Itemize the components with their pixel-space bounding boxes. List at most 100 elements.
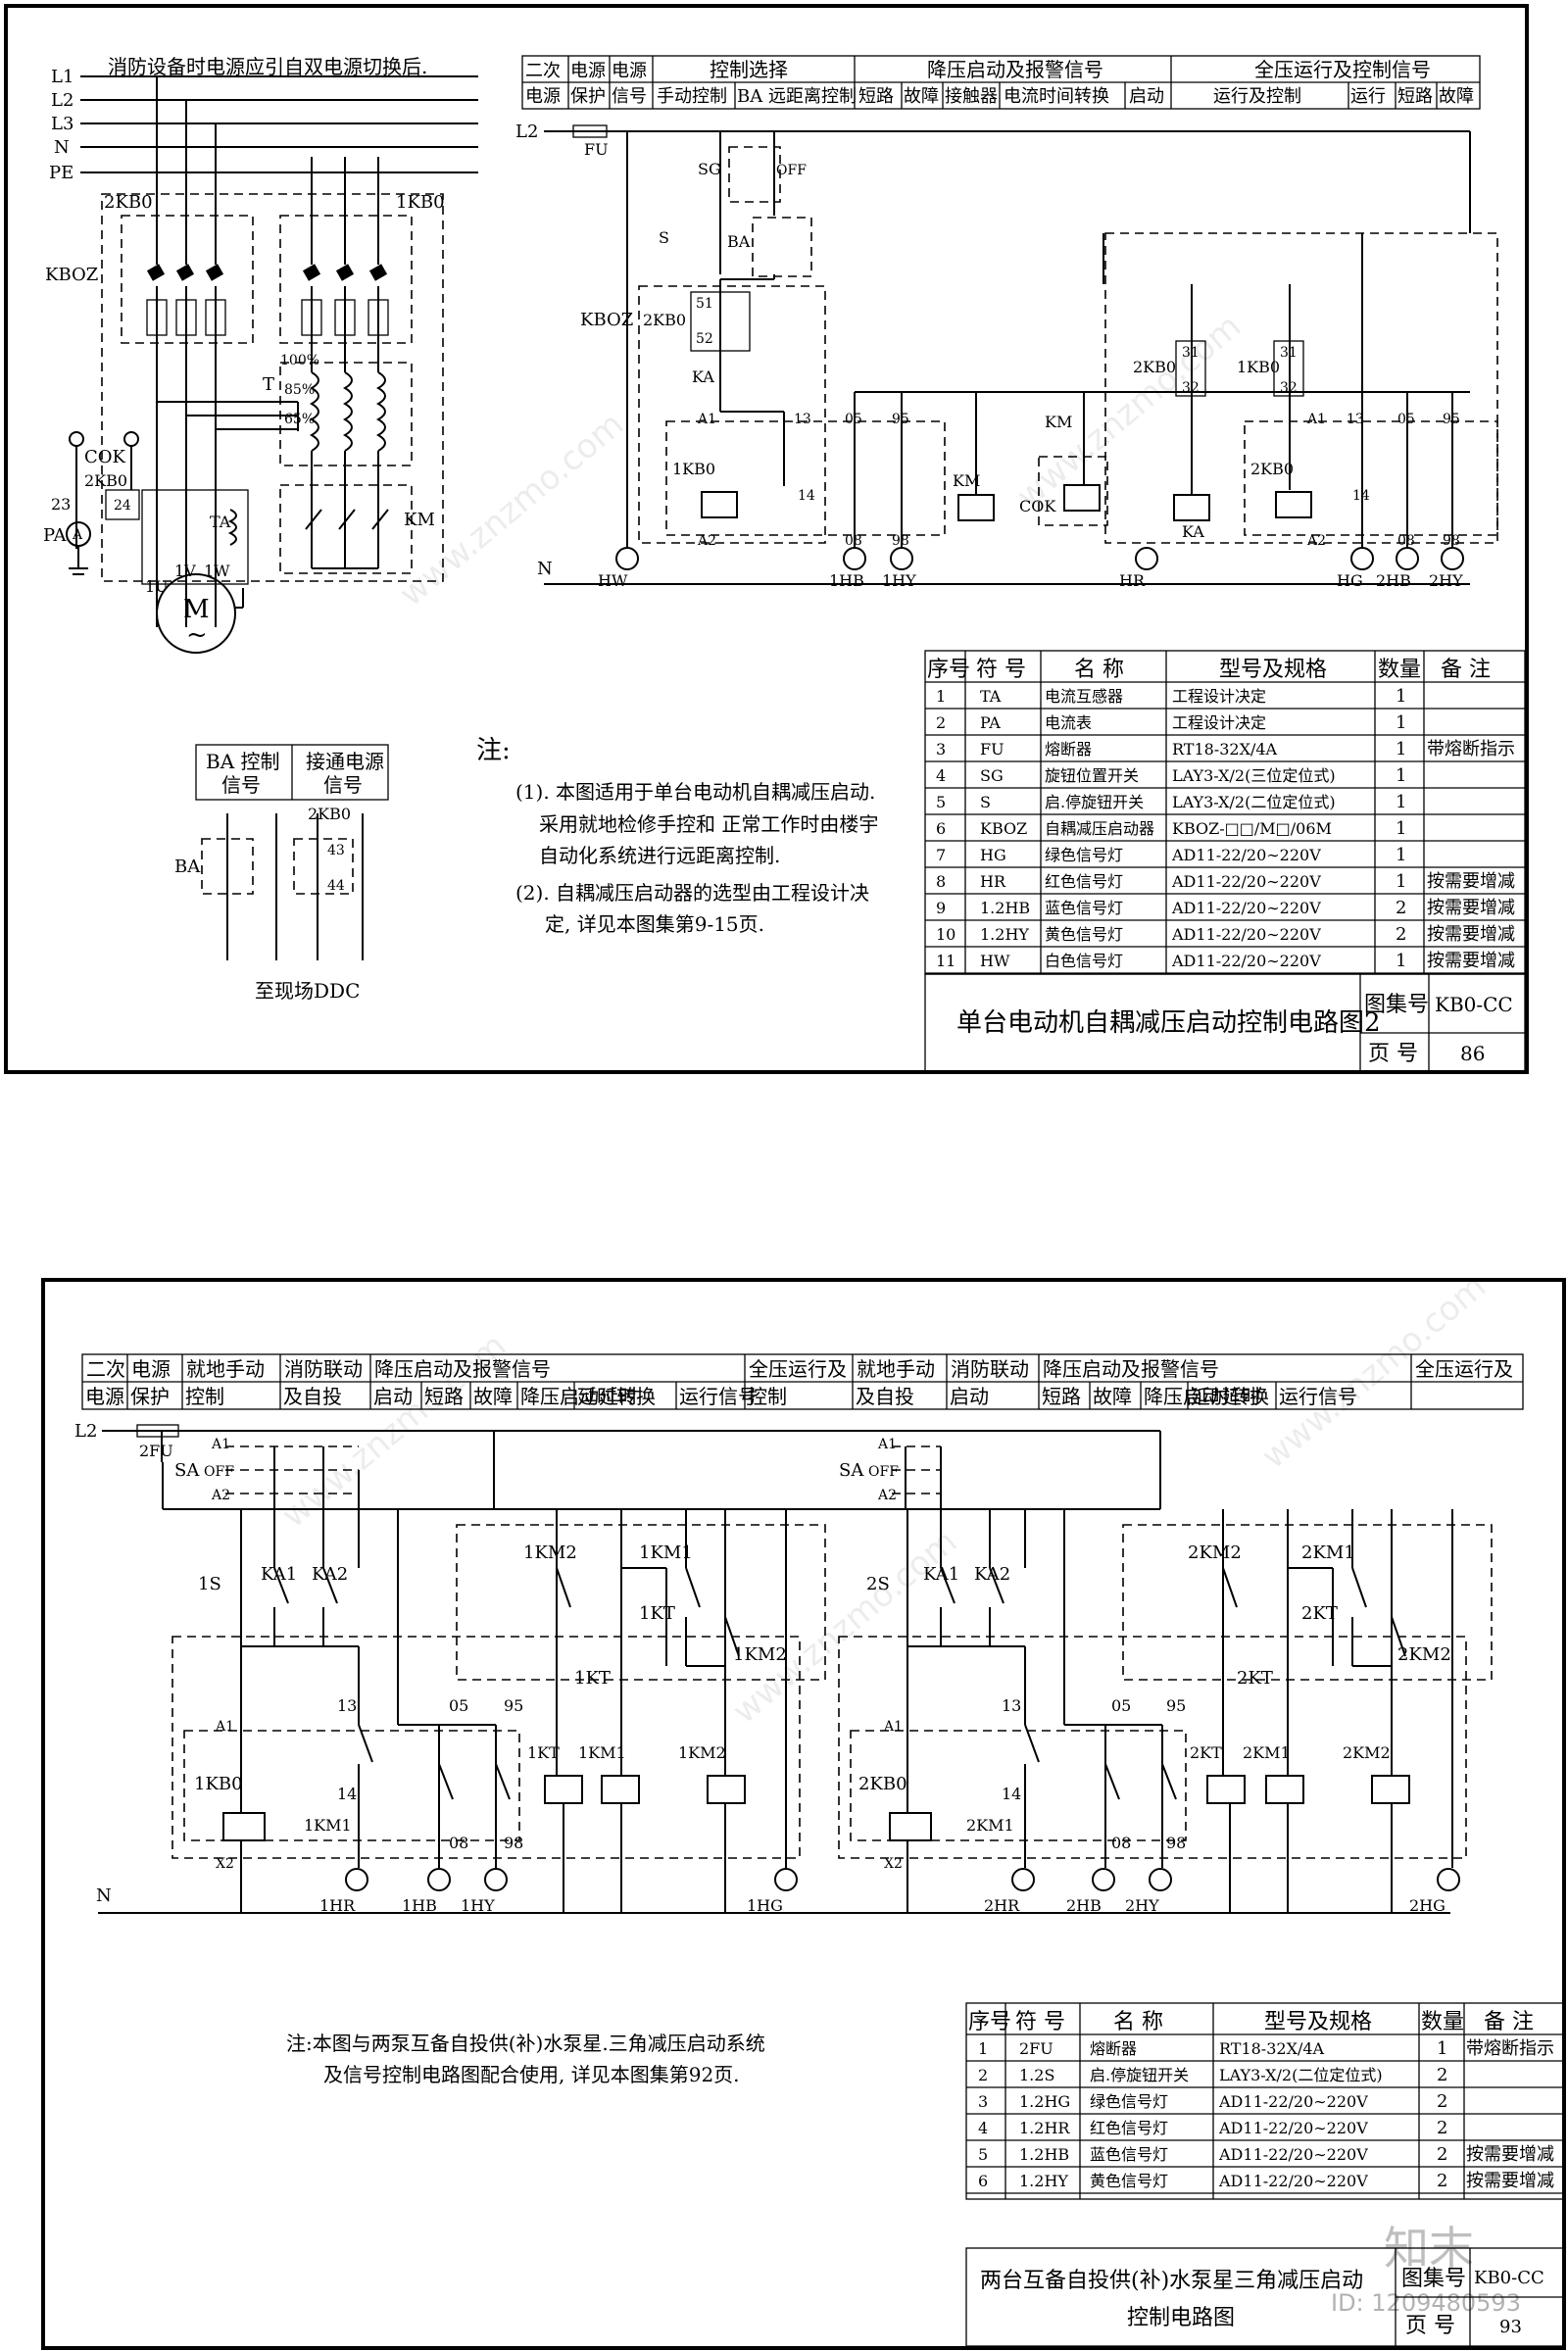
lamp-hg <box>1350 547 1374 570</box>
c2-ka1-1: KA1 <box>261 1564 297 1585</box>
table1-cell: 启.停旋钮开关 <box>1045 793 1144 811</box>
ba-h4: 信号 <box>323 773 363 797</box>
table1-cell: AD11-22/20∼220V <box>1171 925 1321 944</box>
atlas-no-2: KB0-CC <box>1474 2268 1544 2288</box>
ctrl-52: 52 <box>696 331 713 347</box>
t2-h1: 符 号 <box>1015 2010 1065 2034</box>
note-p2b: 定, 详见本图集第9-15页. <box>545 912 764 936</box>
table1-cell: 电流表 <box>1045 713 1092 732</box>
table1-cell: 4 <box>936 766 946 785</box>
table1-cell: 1 <box>936 687 946 706</box>
hdr1-top-2: 电源 <box>612 61 647 81</box>
svg-text:98: 98 <box>1443 533 1460 549</box>
ctrl-2kb0-c: 2KB0 <box>1250 460 1294 478</box>
c2-2s: 2S <box>866 1574 890 1594</box>
table1-cell: 按需要增减 <box>1427 871 1515 892</box>
control-header: 二次 电源 电源 控制选择 降压启动及报警信号 全压运行及控制信号 电源 保护 … <box>521 55 1481 110</box>
table2-cell: 1.2S <box>1019 2066 1054 2084</box>
watermark-2: www.znzmo.com <box>1009 307 1249 516</box>
c2-1km1: 1KM1 <box>639 1543 693 1563</box>
c2-08-1: 08 <box>449 1834 468 1852</box>
c2-1km1-d: 1KM1 <box>578 1743 626 1762</box>
label-pa: PA <box>43 525 67 546</box>
table1-cell: S <box>980 793 991 811</box>
lamp2-label-2hr: 2HR <box>984 1896 1020 1915</box>
ctrl-2kb0-b: 2KB0 <box>1133 358 1176 376</box>
c2-95-2: 95 <box>1166 1696 1186 1715</box>
ctrl-n: N <box>537 559 553 579</box>
hdr2-bot: 保护 <box>130 1385 170 1408</box>
c2-08-2: 08 <box>1111 1834 1131 1852</box>
table1-cell: HG <box>980 846 1006 864</box>
ctrl-51: 51 <box>696 296 713 312</box>
table1-cell: 6 <box>936 819 946 838</box>
notes-1: 注: (1). 本图适用于单台电动机自耦减压启动. 采用就地检修手控和 正常工作… <box>476 736 878 936</box>
c2-1km1-c: 1KM1 <box>304 1816 352 1835</box>
table1-cell: 绿色信号灯 <box>1045 846 1123 864</box>
hdr2-top: 全压运行及 <box>1415 1357 1513 1381</box>
c2-1kt-c: 1KT <box>527 1743 560 1762</box>
hdr1-bot-10: 运行及控制 <box>1213 86 1301 107</box>
lamp-1hy-2 <box>484 1868 508 1891</box>
svg-text:95: 95 <box>1443 412 1460 427</box>
pump1-circuit <box>172 1524 826 1859</box>
ctrl-l2: L2 <box>515 122 538 142</box>
t2-h2: 名 称 <box>1113 2010 1163 2034</box>
t1-h0: 序号 <box>927 658 970 682</box>
table2-cell: 2 <box>1437 2118 1447 2138</box>
hdr2-bot: 启动 <box>950 1385 989 1408</box>
c2-2kb0: 2KB0 <box>858 1774 907 1794</box>
lamp-1hg <box>774 1868 798 1891</box>
table1-cell: 按需要增减 <box>1427 951 1515 971</box>
table1-cell: 1 <box>1396 792 1406 812</box>
ba-44: 44 <box>327 878 345 894</box>
lamp-hw <box>615 547 639 570</box>
table1-cell: 1 <box>1396 845 1406 865</box>
table1-cell: 1 <box>1396 765 1406 786</box>
table1-cell: 自耦减压启动器 <box>1045 819 1154 838</box>
table1-cell: RT18-32X/4A <box>1172 740 1278 759</box>
c2-05-2: 05 <box>1111 1696 1131 1715</box>
pump2-circuit <box>838 1524 1493 1859</box>
hdr2-bot: 故障 <box>1093 1385 1132 1408</box>
c2-a1-4: A1 <box>883 1719 903 1735</box>
table1-cell: KBOZ-□□/M□/06M <box>1172 819 1332 838</box>
lamp-label-1hy: 1HY <box>882 571 916 590</box>
table1-cell: AD11-22/20∼220V <box>1171 872 1321 891</box>
c2-1km2-d: 1KM2 <box>678 1743 726 1762</box>
ctrl-cok: COK <box>1019 497 1056 515</box>
table1-cell: 8 <box>936 872 946 891</box>
control-circuit-1: L2 FU SG OFF S BA KBOZ 2KB0 51 52 KA A1 … <box>515 122 1498 590</box>
table2-cell: 2 <box>1437 2091 1447 2112</box>
table1-cell: 1 <box>1396 712 1406 733</box>
table1-cell: PA <box>980 713 1001 732</box>
hdr1-top-4: 降压启动及报警信号 <box>927 58 1103 81</box>
t1-h5: 备 注 <box>1441 658 1491 682</box>
ba-h2: 信号 <box>221 773 261 797</box>
table1-cell: 白色信号灯 <box>1045 952 1123 970</box>
lamp-1hb <box>843 547 866 570</box>
label-1v: 1V <box>174 562 196 580</box>
c2-x2-1: X2 <box>216 1856 234 1872</box>
c2-2km2-b: 2KM2 <box>1397 1644 1451 1665</box>
table1-cell: TA <box>980 687 1002 706</box>
c2-sa-2: SA <box>839 1460 864 1481</box>
t1-h2: 名 称 <box>1074 658 1124 682</box>
lamp-hr <box>1135 547 1158 570</box>
c2-1s: 1S <box>198 1574 221 1594</box>
table1-cell: HW <box>980 952 1010 970</box>
table1-cell: 1.2HB <box>980 899 1030 917</box>
table1-cell: 10 <box>936 925 956 944</box>
t1-h3: 型号及规格 <box>1219 658 1327 682</box>
c2-13-2: 13 <box>1002 1696 1021 1715</box>
table2-cell: 2 <box>1437 2065 1447 2085</box>
svg-text:14: 14 <box>1352 488 1370 504</box>
hdr2-bot: 电源 <box>85 1385 124 1408</box>
ctrl-ba: BA <box>727 232 751 251</box>
page-label-2: 页 号 <box>1405 2314 1455 2338</box>
hdr1-top-3: 控制选择 <box>710 58 788 81</box>
ctrl-a1: A1 <box>697 412 716 427</box>
hdr2-bot: 及自投 <box>283 1385 342 1408</box>
hdr2-top: 降压启动及报警信号 <box>1043 1357 1219 1381</box>
